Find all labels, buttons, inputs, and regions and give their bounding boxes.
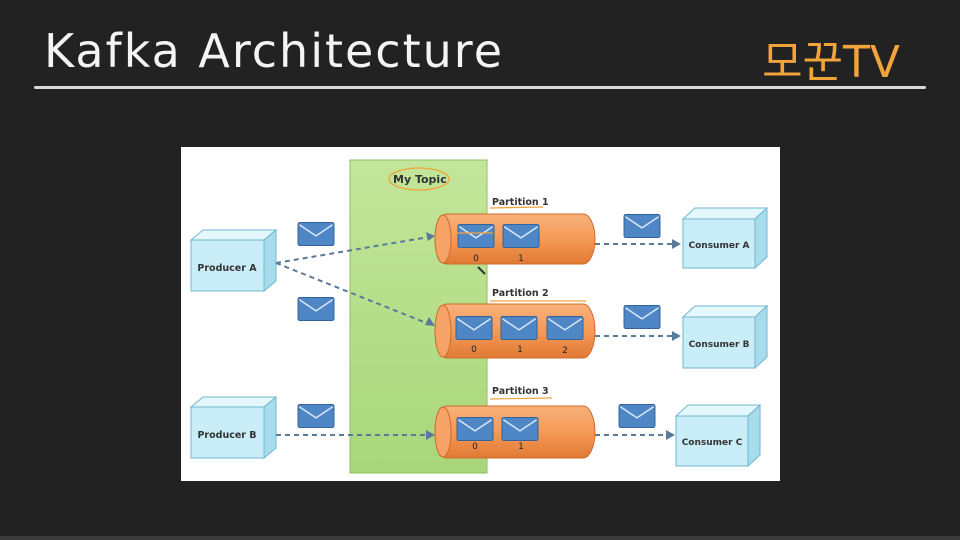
partition-1-label: Partition 1 xyxy=(492,197,549,208)
partition-2-offset-1: 1 xyxy=(517,345,523,355)
producer-b-box: Producer B xyxy=(189,395,278,460)
consumer-a-label: Consumer A xyxy=(689,241,750,251)
partition-3-label: Partition 3 xyxy=(492,386,549,397)
video-progress-strip xyxy=(0,536,960,540)
topic-label: My Topic xyxy=(393,173,447,186)
consumer-c-label: Consumer C xyxy=(682,438,743,448)
brand-logo: 모꾼TV xyxy=(762,37,900,88)
message-icon xyxy=(501,417,539,441)
partition-2-offset-2: 2 xyxy=(562,346,568,356)
partition-1: 0 1 Partition 1 xyxy=(434,197,596,275)
message-icon xyxy=(457,224,495,248)
title-underline xyxy=(34,86,926,89)
consumer-arrows xyxy=(595,243,673,436)
consumer-a-box: Consumer A xyxy=(681,206,769,270)
message-icon xyxy=(297,404,335,428)
producer-b-label: Producer B xyxy=(197,430,256,441)
message-icon xyxy=(456,417,494,441)
partition-3: 0 1 Partition 3 xyxy=(434,386,596,459)
message-icon xyxy=(455,316,493,340)
consumer-b-label: Consumer B xyxy=(689,340,750,350)
producer-a-label: Producer A xyxy=(197,263,257,274)
partition-2-label: Partition 2 xyxy=(492,288,549,299)
producer-arrows xyxy=(275,236,430,436)
message-icon xyxy=(297,222,335,246)
consumer-b-box: Consumer B xyxy=(681,304,769,370)
partition-3-offset-0: 0 xyxy=(472,442,478,452)
partition-1-offset-0: 0 xyxy=(473,254,479,264)
message-icon xyxy=(546,316,584,340)
message-icon xyxy=(297,297,335,321)
message-icon xyxy=(618,404,656,428)
consumer-c-box: Consumer C xyxy=(674,403,762,468)
partition-3-offset-1: 1 xyxy=(518,442,524,452)
message-icon xyxy=(502,224,540,248)
consumer-arrowheads xyxy=(666,239,681,440)
producer-a-box: Producer A xyxy=(189,228,278,293)
message-icon xyxy=(623,305,661,329)
kafka-diagram-panel: My Topic Producer A Producer B xyxy=(181,147,780,481)
message-icon xyxy=(623,214,661,238)
partition-2-offset-0: 0 xyxy=(471,345,477,355)
message-icon xyxy=(500,316,538,340)
partition-1-offset-1: 1 xyxy=(518,254,524,264)
partition-2: 0 1 2 Partition 2 xyxy=(434,288,596,359)
producer-arrowheads xyxy=(425,232,435,440)
kafka-diagram: My Topic Producer A Producer B xyxy=(189,159,769,474)
slide-title: Kafka Architecture xyxy=(44,24,504,78)
topic-highlight xyxy=(388,167,450,191)
